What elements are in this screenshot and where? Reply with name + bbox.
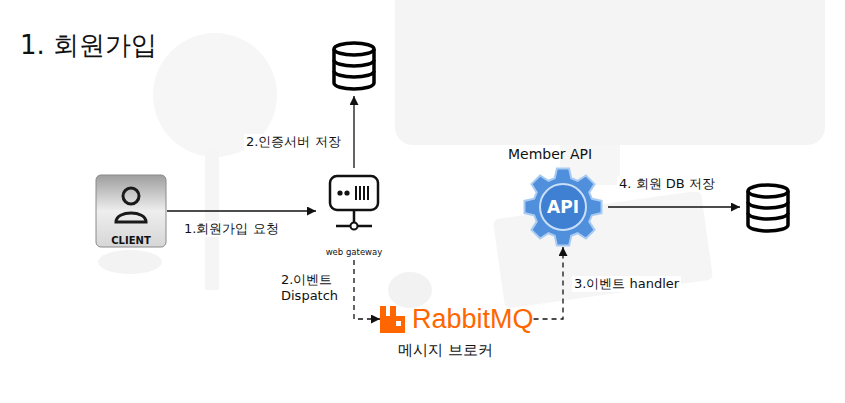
rabbitmq-logo-shape	[380, 306, 405, 333]
network-node	[351, 223, 358, 230]
connector-arrow	[534, 247, 563, 319]
database-band	[748, 202, 788, 208]
store-arrow	[608, 206, 740, 207]
server-box	[330, 176, 378, 210]
store-arrow	[353, 96, 354, 168]
gear-label: API	[523, 167, 603, 247]
client-label: CLIENT	[111, 235, 150, 246]
database-top	[748, 185, 788, 197]
logo-row: RabbitMQ	[380, 303, 534, 335]
gear-block: API	[523, 167, 603, 247]
database-icon	[748, 185, 788, 231]
arrow-label: 4. 회원 DB 저장	[617, 176, 717, 192]
edge-label: 3.이벤트 handler	[572, 276, 681, 292]
monitor-photo	[395, 0, 825, 145]
node-caption: 메시지 브로커	[398, 341, 534, 360]
server-vent	[356, 186, 368, 200]
connector-arrow	[167, 210, 316, 211]
cup-photo	[388, 272, 432, 308]
client-icon-frame	[96, 175, 166, 247]
gateway-icon	[316, 170, 392, 260]
edge-label: 1.회원가입 요청	[182, 221, 281, 237]
database-band	[748, 213, 788, 219]
database-icon	[334, 43, 374, 89]
plant-photo	[98, 250, 162, 274]
person-head	[123, 188, 139, 204]
lamp-stand-photo	[205, 150, 219, 290]
database-top	[334, 43, 374, 55]
server-led	[337, 190, 342, 195]
node-heading: Member API	[508, 146, 592, 162]
api-node: Member API API	[508, 144, 603, 247]
logo-text: RabbitMQ	[412, 303, 534, 335]
client-node: CLIENT	[95, 174, 167, 248]
rabbit-node: RabbitMQ 메시지 브로커	[380, 303, 534, 360]
rabbitmq-logo-icon	[380, 305, 406, 333]
gateway-card	[316, 170, 392, 260]
person-body	[116, 213, 146, 222]
diagram-title: 1. 회원가입	[20, 28, 157, 63]
gateway-node: web gateway	[316, 170, 392, 260]
database-band	[334, 60, 374, 66]
server-led	[344, 190, 349, 195]
gateway-label: web gateway	[326, 247, 383, 257]
connector-arrow	[354, 260, 380, 319]
arrow-label: 2.인증서버 저장	[244, 134, 343, 150]
database-band	[334, 71, 374, 77]
edge-label: 2.이벤트 Dispatch	[279, 272, 353, 305]
rabbitmq-logo-hole	[396, 321, 401, 326]
